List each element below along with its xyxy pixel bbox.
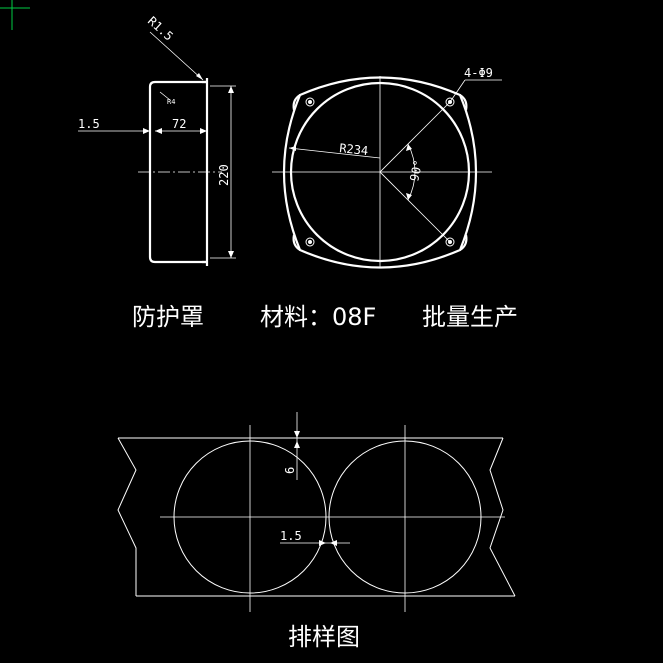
depth-dim-label: 72 (172, 117, 186, 131)
holes-dim-label: 4-Φ9 (464, 66, 493, 80)
front-view: 4-Φ9 R234 90° (272, 66, 502, 269)
height-dim-label: 220 (217, 164, 231, 186)
angle-dim-label: 90° (407, 158, 425, 182)
radius-dim-label: R234 (339, 141, 369, 158)
thickness-dim-label: 1.5 (78, 117, 100, 131)
side-view: R4 R1.5 1.5 72 220 (78, 14, 236, 266)
overlap-dim-label: 1.5 (280, 529, 302, 543)
layout-caption: 排样图 (288, 623, 360, 651)
strip-left-break (117, 437, 137, 596)
material-caption: 材料：08F (260, 303, 376, 331)
part-name-caption: 防护罩 (132, 303, 204, 331)
mounting-holes (305, 97, 455, 247)
strip-right-break (489, 437, 516, 597)
fillet-dim-label: R1.5 (145, 14, 176, 44)
inner-radius-label: R4 (167, 98, 175, 106)
production-caption: 批量生产 (422, 303, 518, 331)
nesting-layout: 6 1.5 (117, 412, 516, 612)
crosshair-icon (0, 0, 30, 30)
gap-dim-label: 6 (283, 467, 297, 474)
